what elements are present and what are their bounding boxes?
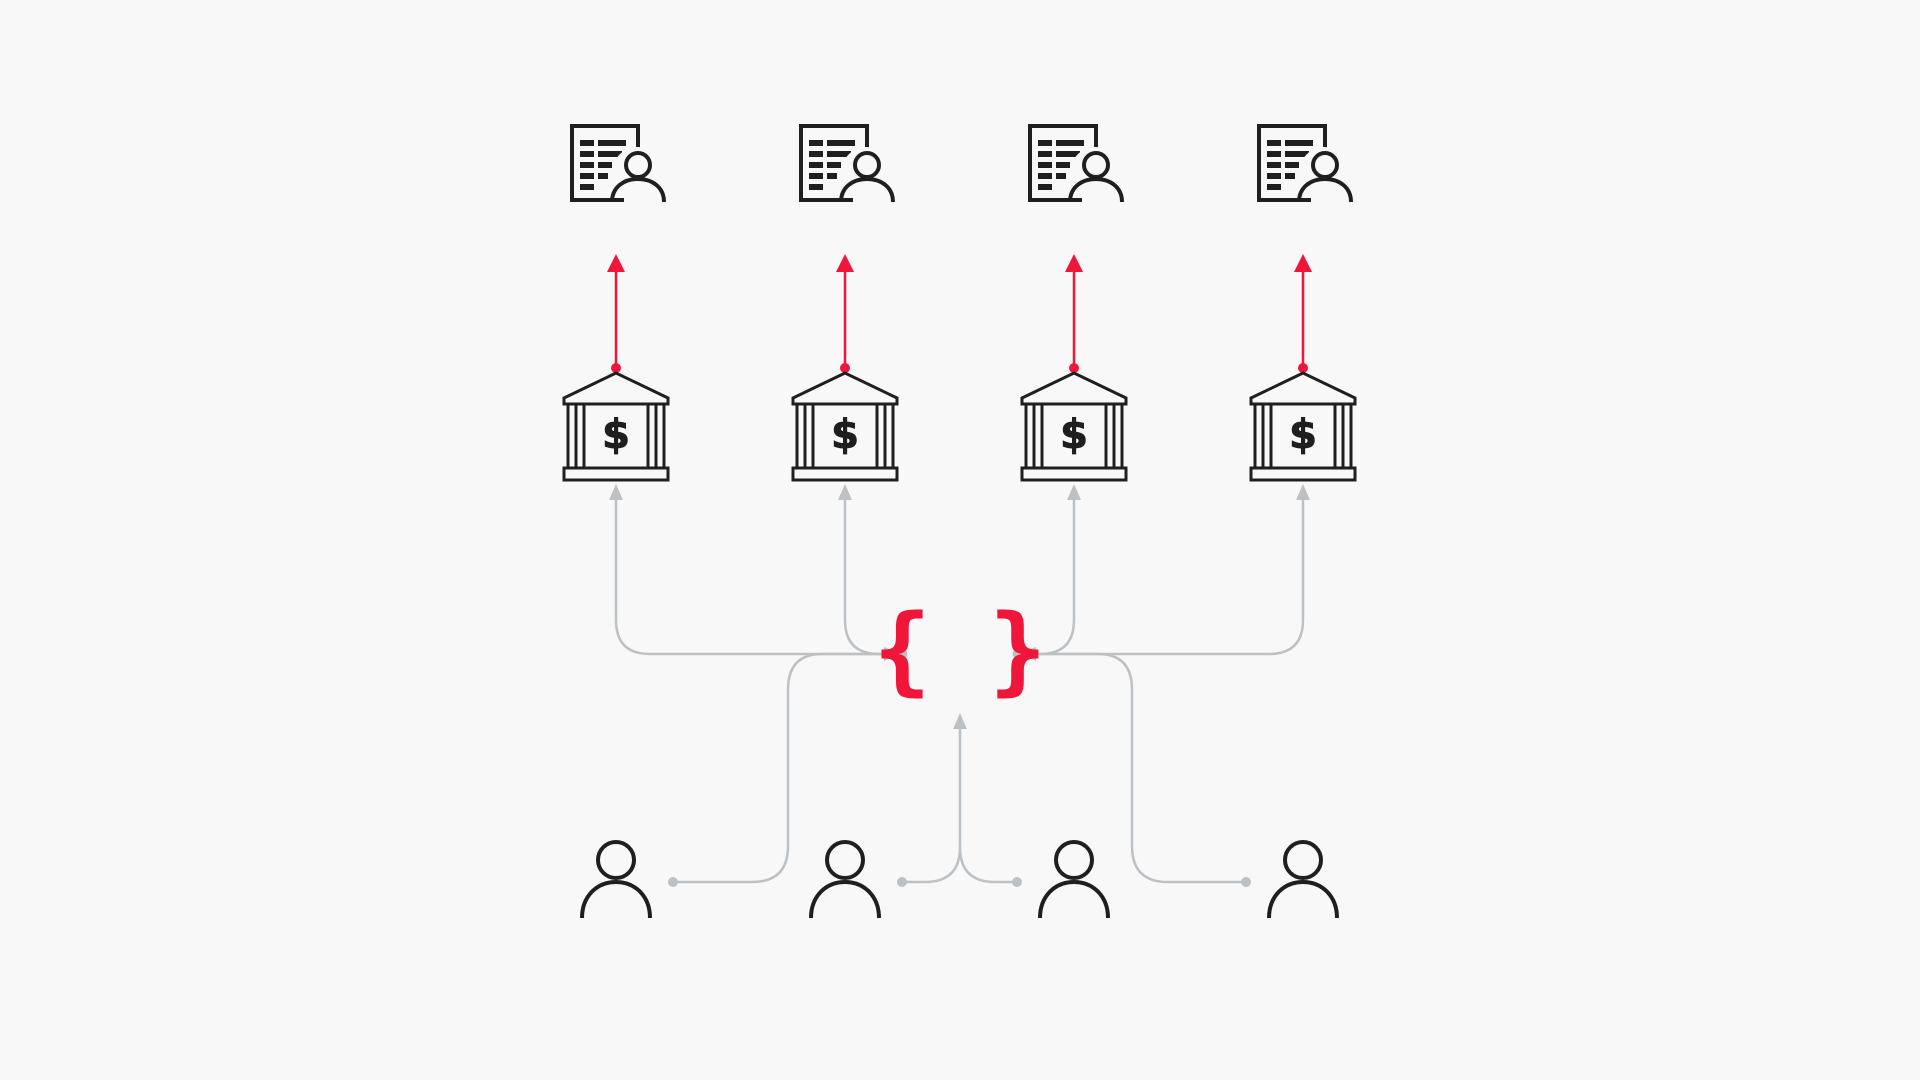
connector-user-4-to-hub <box>1030 652 1248 884</box>
connector-hub-to-bank-4 <box>1030 494 1305 656</box>
document-row <box>570 124 1353 203</box>
arrowhead-into-bank-3 <box>1067 484 1081 500</box>
bank-row: $ $ $ <box>562 371 1357 482</box>
connectors <box>609 484 1310 887</box>
connector-user-3-to-hub <box>958 845 1019 884</box>
bank-symbol: $ <box>602 412 630 458</box>
arrowhead-into-hub-bottom <box>953 713 967 729</box>
arrow-bank-2-to-document <box>836 254 854 373</box>
arrowhead-into-hub-left <box>884 647 901 661</box>
arrow-bank-1-to-document <box>607 254 625 373</box>
account-document-icon <box>1257 124 1353 203</box>
bank-icon: $ <box>791 371 899 482</box>
hub-glyph: { } <box>873 594 1046 706</box>
arrow-bank-3-to-document <box>1065 254 1083 373</box>
user-icon <box>580 840 652 919</box>
arrow-bank-4-to-document <box>1294 254 1312 373</box>
bank-symbol: $ <box>1060 412 1088 458</box>
connector-dot <box>1012 649 1022 659</box>
connector-dot <box>1012 877 1022 887</box>
account-document-icon <box>799 124 895 203</box>
user-row <box>580 840 1339 919</box>
arrowhead-into-bank-4 <box>1296 484 1310 500</box>
bank-icon: $ <box>1020 371 1128 482</box>
user-icon <box>809 840 881 919</box>
bank-symbol: $ <box>831 412 859 458</box>
bank-symbol: $ <box>1289 412 1317 458</box>
connector-dot <box>898 649 908 659</box>
arrowhead-into-bank-2 <box>838 484 852 500</box>
connector-user-2-to-hub <box>900 722 962 884</box>
user-icon <box>1038 840 1110 919</box>
connector-dot <box>897 877 907 887</box>
bank-to-document-arrows <box>607 254 1312 373</box>
connector-user-1-to-hub <box>671 652 890 884</box>
bank-icon: $ <box>1249 371 1357 482</box>
arrowhead-into-hub-right <box>1019 647 1036 661</box>
bank-icon: $ <box>562 371 670 482</box>
connector-dot <box>668 877 678 887</box>
user-icon <box>1267 840 1339 919</box>
connector-dot <box>1241 877 1251 887</box>
arrowhead-into-bank-1 <box>609 484 623 500</box>
curly-braces-icon: { } <box>873 594 1046 706</box>
account-document-icon <box>1028 124 1124 203</box>
account-document-icon <box>570 124 666 203</box>
connector-hub-to-bank-1 <box>614 494 890 656</box>
